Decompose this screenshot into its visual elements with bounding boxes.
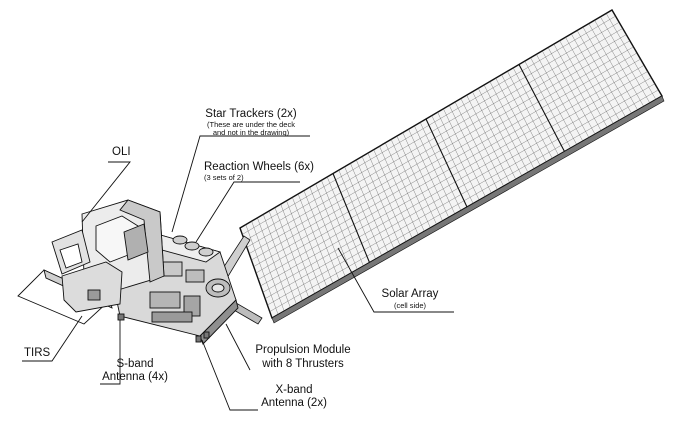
propulsion-module-label-line-2: with 8 Thrusters bbox=[262, 358, 344, 370]
star-trackers-note-line-1: (These are under the deck bbox=[207, 120, 295, 129]
star-trackers-leader bbox=[171, 135, 310, 233]
tirs-instrument bbox=[17, 261, 123, 325]
s-band-leader bbox=[100, 320, 121, 385]
reaction-wheels-label: Reaction Wheels (6x) bbox=[204, 161, 314, 173]
solar-array-edge bbox=[271, 95, 665, 324]
solar-array bbox=[239, 9, 665, 324]
solar-array-leader bbox=[337, 247, 454, 313]
tirs-leader bbox=[22, 315, 83, 362]
star-trackers-label: Star Trackers (2x) bbox=[205, 108, 297, 120]
x-band-label-line-1: X-band bbox=[275, 384, 313, 396]
oli-leader bbox=[81, 161, 131, 223]
leader-lines bbox=[22, 135, 454, 411]
propulsion-module-label-line-1: Propulsion Module bbox=[255, 344, 351, 356]
reaction-wheels-leader bbox=[195, 181, 300, 243]
s-band-label-line-1: S-band bbox=[116, 358, 154, 370]
reaction-wheels-note: (3 sets of 2) bbox=[204, 173, 244, 182]
tirs-label: TIRS bbox=[24, 347, 51, 359]
propulsion-leader bbox=[225, 323, 251, 371]
solar-array-note: (cell side) bbox=[393, 301, 427, 310]
solar-array-label: Solar Array bbox=[381, 288, 439, 300]
s-band-label-line-2: Antenna (4x) bbox=[102, 371, 168, 383]
x-band-leader bbox=[201, 339, 258, 411]
oli-label: OLI bbox=[112, 146, 131, 158]
star-trackers-note-line-2: and not in the drawing) bbox=[212, 128, 290, 137]
x-band-label-line-2: Antenna (2x) bbox=[261, 397, 327, 409]
solar-array-section-dividers bbox=[332, 64, 565, 263]
